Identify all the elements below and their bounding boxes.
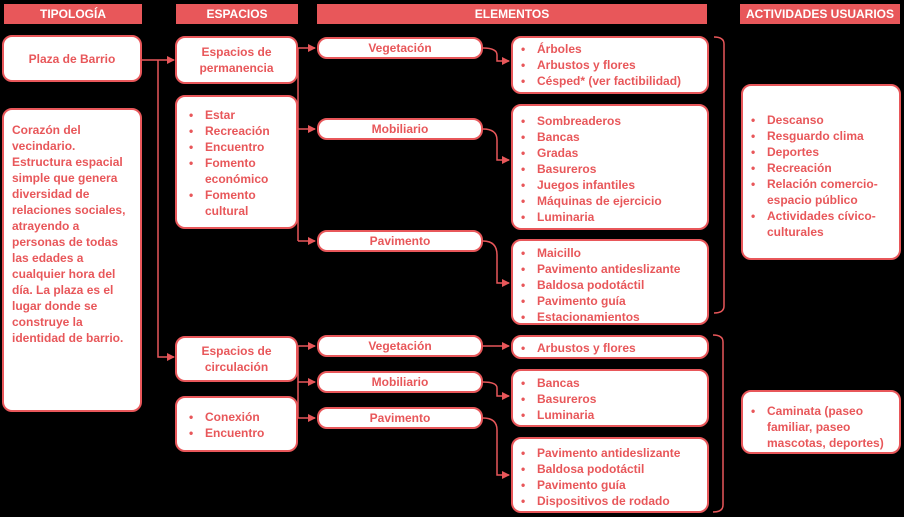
list-item: Descanso xyxy=(743,112,897,128)
circ-activities-box: Caminata (paseo familiar, paseo mascotas… xyxy=(741,390,901,454)
permanencia-uses-box: Estar Recreación Encuentro Fomento econó… xyxy=(175,95,298,229)
list-item: Baldosa podotáctil xyxy=(513,277,705,293)
perm-pavimento-box: Pavimento xyxy=(317,230,483,252)
perm-mobiliario-items: Sombreaderos Bancas Gradas Basureros Jue… xyxy=(513,113,705,225)
list-item: Pavimento guía xyxy=(513,293,705,309)
header-elementos: ELEMENTOS xyxy=(317,4,707,24)
list-item: Caminata (paseo familiar, paseo mascotas… xyxy=(743,403,897,451)
tipologia-description-box: Corazón del vecindario. Estructura espac… xyxy=(2,108,142,412)
circ-vegetacion-label: Vegetación xyxy=(368,339,432,353)
espacio-circulacion-label: Espacios de circulación xyxy=(201,344,272,374)
list-item: Maicillo xyxy=(513,245,705,261)
circ-activities-list: Caminata (paseo familiar, paseo mascotas… xyxy=(743,403,897,451)
list-item: Resguardo clima xyxy=(743,128,897,144)
list-item: Recreación xyxy=(743,160,897,176)
espacio-circulacion-box: Espacios de circulación xyxy=(175,336,298,382)
perm-mobiliario-box: Mobiliario xyxy=(317,118,483,140)
arrow-perm-pav-items xyxy=(482,240,510,287)
list-item: Actividades cívico-culturales xyxy=(743,208,897,240)
tipologia-description: Corazón del vecindario. Estructura espac… xyxy=(12,123,126,345)
list-item: Árboles xyxy=(513,41,705,57)
arrow-circ-pav-items xyxy=(482,417,510,479)
list-item: Deportes xyxy=(743,144,897,160)
perm-activities-list: Descanso Resguardo clima Deportes Recrea… xyxy=(743,112,897,240)
circ-mobiliario-items-box: Bancas Basureros Luminaria xyxy=(511,369,709,427)
espacio-permanencia-box: Espacios de permanencia xyxy=(175,36,298,84)
perm-mobiliario-label: Mobiliario xyxy=(371,122,429,136)
circ-vegetacion-box: Vegetación xyxy=(317,335,483,357)
perm-pavimento-label: Pavimento xyxy=(369,234,431,248)
list-item: Fomento económico xyxy=(181,155,292,187)
list-item: Basureros xyxy=(513,391,705,407)
list-item: Dispositivos de rodado xyxy=(513,493,705,509)
circ-mobiliario-box: Mobiliario xyxy=(317,371,483,393)
list-item: Pavimento antideslizante xyxy=(513,445,705,461)
list-item: Máquinas de ejercicio xyxy=(513,193,705,209)
list-item: Bancas xyxy=(513,375,705,391)
list-item: Césped* (ver factibilidad) xyxy=(513,73,705,89)
perm-vegetacion-items: Árboles Arbustos y flores Césped* (ver f… xyxy=(513,41,705,89)
perm-vegetacion-box: Vegetación xyxy=(317,37,483,59)
permanencia-uses-list: Estar Recreación Encuentro Fomento econó… xyxy=(181,107,292,219)
list-item: Relación comercio-espacio público xyxy=(743,176,897,208)
list-item: Recreación xyxy=(181,123,292,139)
perm-activities-box: Descanso Resguardo clima Deportes Recrea… xyxy=(741,84,901,260)
circ-vegetacion-items-box: Arbustos y flores xyxy=(511,335,709,359)
arrow-perm-veg-items xyxy=(482,47,510,65)
circ-vegetacion-items: Arbustos y flores xyxy=(513,340,705,356)
list-item: Luminaria xyxy=(513,209,705,225)
list-item: Arbustos y flores xyxy=(513,57,705,73)
header-tipologia: TIPOLOGÍA xyxy=(4,4,142,24)
list-item: Pavimento antideslizante xyxy=(513,261,705,277)
arrow-circ-mob-items xyxy=(482,381,510,400)
list-item: Encuentro xyxy=(181,139,292,155)
bracket-circulacion xyxy=(712,334,724,513)
circ-pavimento-items: Pavimento antideslizante Baldosa podotác… xyxy=(513,445,705,509)
perm-mobiliario-items-box: Sombreaderos Bancas Gradas Basureros Jue… xyxy=(511,104,709,230)
list-item: Gradas xyxy=(513,145,705,161)
list-item: Estar xyxy=(181,107,292,123)
perm-pavimento-items-box: Maicillo Pavimento antideslizante Baldos… xyxy=(511,239,709,325)
header-espacios: ESPACIOS xyxy=(176,4,298,24)
circ-pavimento-items-box: Pavimento antideslizante Baldosa podotác… xyxy=(511,437,709,513)
list-item: Basureros xyxy=(513,161,705,177)
list-item: Baldosa podotáctil xyxy=(513,461,705,477)
circulacion-uses-list: Conexión Encuentro xyxy=(181,409,292,441)
list-item: Conexión xyxy=(181,409,292,425)
perm-pavimento-items: Maicillo Pavimento antideslizante Baldos… xyxy=(513,245,705,325)
list-item: Encuentro xyxy=(181,425,292,441)
arrow-perm-mob-items xyxy=(482,128,510,164)
list-item: Fomento cultural xyxy=(181,187,292,219)
list-item: Bancas xyxy=(513,129,705,145)
list-item: Pavimento guía xyxy=(513,477,705,493)
list-item: Luminaria xyxy=(513,407,705,423)
circ-mobiliario-items: Bancas Basureros Luminaria xyxy=(513,375,705,423)
bracket-permanencia xyxy=(713,36,725,314)
arrow-to-circulacion xyxy=(157,60,175,361)
tipologia-name: Plaza de Barrio xyxy=(28,51,116,66)
circ-mobiliario-label: Mobiliario xyxy=(371,375,429,389)
list-item: Sombreaderos xyxy=(513,113,705,129)
circulacion-uses-box: Conexión Encuentro xyxy=(175,396,298,452)
circ-pavimento-label: Pavimento xyxy=(369,411,431,425)
header-actividades: ACTIVIDADES USUARIOS xyxy=(740,4,900,24)
espacio-permanencia-label: Espacios de permanencia xyxy=(199,45,274,75)
list-item: Arbustos y flores xyxy=(513,340,705,356)
perm-vegetacion-items-box: Árboles Arbustos y flores Césped* (ver f… xyxy=(511,36,709,94)
list-item: Juegos infantiles xyxy=(513,177,705,193)
tipologia-name-box: Plaza de Barrio xyxy=(2,35,142,82)
perm-vegetacion-label: Vegetación xyxy=(368,41,432,55)
circ-pavimento-box: Pavimento xyxy=(317,407,483,429)
list-item: Estacionamientos xyxy=(513,309,705,325)
